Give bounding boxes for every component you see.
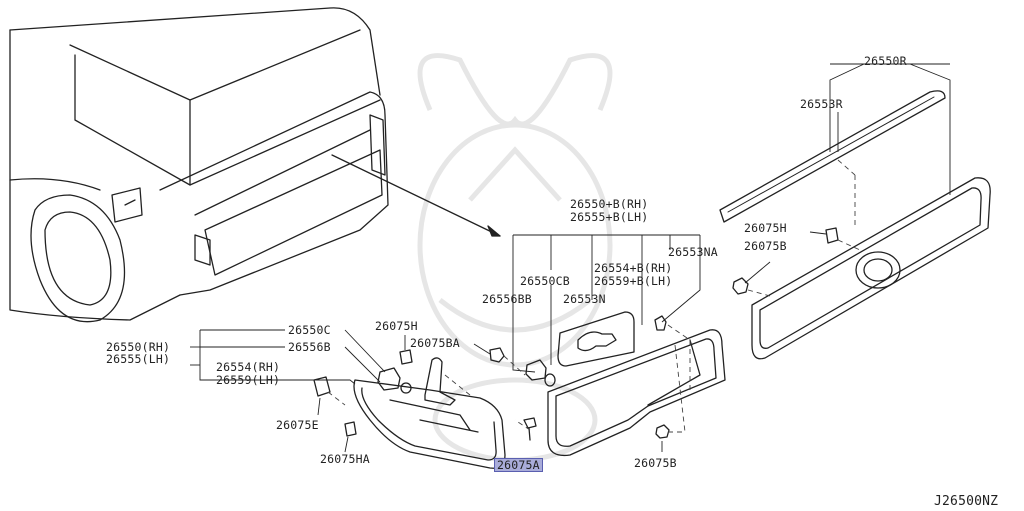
- label-26075a-highlighted[interactable]: 26075A: [494, 458, 543, 472]
- label-26559-lh: 26559(LH): [216, 373, 281, 387]
- nut-26075b-bottom: [655, 424, 670, 439]
- label-26075h-right: 26075H: [744, 221, 787, 235]
- clip-26075ha: [344, 421, 357, 437]
- label-26559-b-lh: 26559+B(LH): [594, 274, 673, 288]
- clip-26075h-right: [825, 227, 839, 244]
- label-26556b: 26556B: [288, 340, 331, 354]
- rear-combination-lamp-left: [353, 379, 506, 469]
- dashed-guides: [327, 159, 861, 433]
- grommet-26553na: [654, 315, 667, 331]
- label-26075b-right: 26075B: [744, 239, 787, 253]
- label-26555-lh: 26555(LH): [106, 352, 171, 366]
- lamp-gasket-26553n: [557, 311, 635, 367]
- socket-26550c: [377, 367, 412, 394]
- label-26553r: 26553R: [800, 97, 843, 111]
- label-26550r: 26550R: [864, 54, 907, 68]
- label-26075b-bottom: 26075B: [634, 456, 677, 470]
- clip-26075e: [313, 376, 331, 397]
- label-26550-rh: 26550(RH): [106, 340, 171, 354]
- screw-26075a: [523, 417, 537, 441]
- clip-26075h-left: [399, 349, 413, 365]
- location-arrow: [331, 154, 501, 237]
- label-26075ba: 26075BA: [410, 336, 460, 350]
- label-26075ha: 26075HA: [320, 452, 370, 466]
- label-26075h-left: 26075H: [375, 319, 418, 333]
- vehicle-rear-view: [9, 7, 389, 323]
- label-26553na: 26553NA: [668, 245, 718, 259]
- label-26075e: 26075E: [276, 418, 319, 432]
- grommet-26075ba: [489, 347, 505, 363]
- garnish-strip-26553r: [719, 90, 946, 223]
- label-26554-rh: 26554(RH): [216, 360, 281, 374]
- label-26550cb: 26550CB: [520, 274, 570, 288]
- leader-lines: [190, 63, 951, 466]
- label-26554-b-rh: 26554+B(RH): [594, 261, 673, 275]
- label-26555-b-lh: 26555+B(LH): [570, 210, 649, 224]
- watermark-logo: [417, 53, 613, 463]
- label-26556bb: 26556BB: [482, 292, 532, 306]
- label-26550c: 26550C: [288, 323, 331, 337]
- back-door-finisher-26550r: [751, 177, 991, 360]
- rear-combination-lamp-right: [547, 329, 726, 457]
- socket-26550cb: [525, 359, 556, 387]
- nut-26075b-right: [732, 277, 749, 295]
- lamp-bracket: [424, 357, 456, 406]
- label-26553n: 26553N: [563, 292, 606, 306]
- label-26550-b-rh: 26550+B(RH): [570, 197, 649, 211]
- diagram-id: J26500NZ: [934, 494, 999, 509]
